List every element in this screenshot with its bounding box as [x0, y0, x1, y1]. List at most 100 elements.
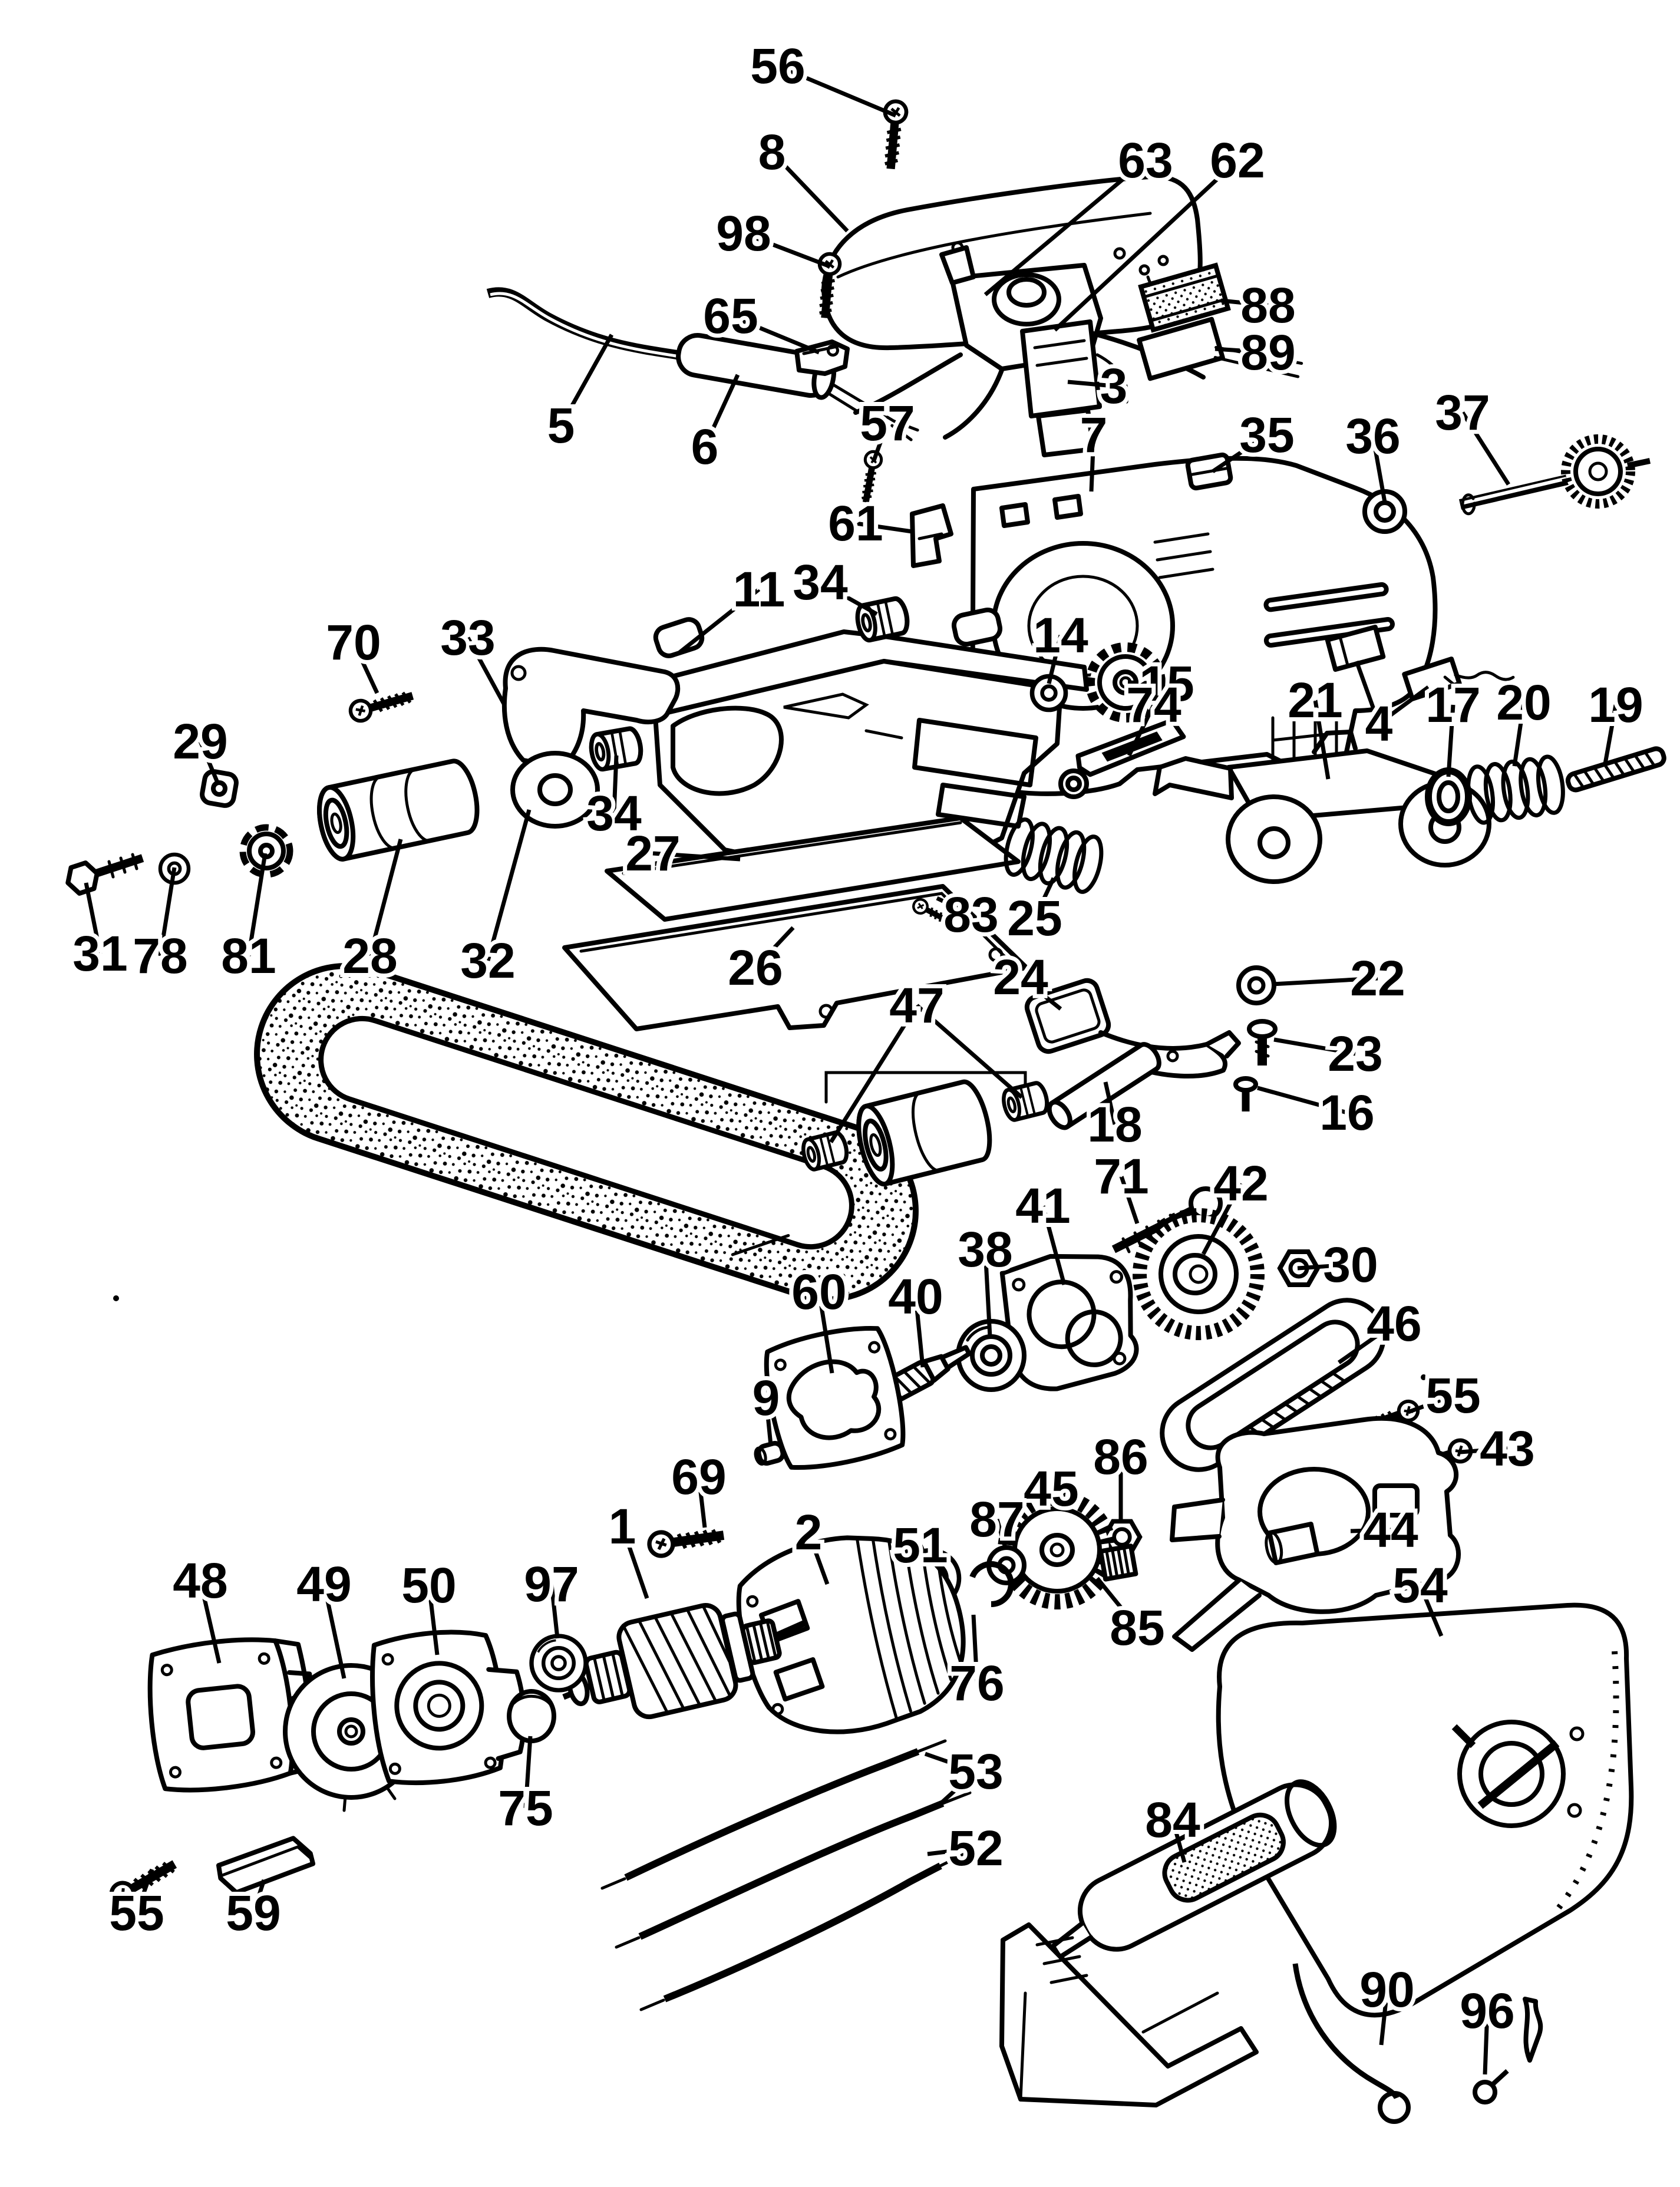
leader-line-36 [1371, 436, 1387, 503]
leader-line-74 [1127, 704, 1156, 757]
part-label-37: 37 [1435, 385, 1490, 440]
retaining-ring-76-drawing [969, 1561, 1014, 1607]
leader-line-48 [198, 1580, 222, 1664]
speck-dot [113, 1295, 119, 1301]
part-label-43: 43 [1480, 1421, 1534, 1476]
carbon-brushes-drawing [1325, 625, 1515, 701]
brush-88-drawing [1138, 262, 1231, 333]
washer-22-drawing [1239, 968, 1274, 1003]
leader-line-23 [1273, 1037, 1356, 1056]
leader-line-98 [742, 231, 831, 269]
platen-drawing [605, 816, 1021, 922]
part-label-69: 69 [671, 1449, 726, 1505]
gasket-60-drawing [764, 1325, 906, 1470]
top-cover-drawing [821, 174, 1203, 351]
leader-line-21 [1313, 700, 1331, 780]
leader-line-75 [523, 1736, 533, 1809]
leader-line-14 [1047, 635, 1063, 684]
leader-line-53 [935, 1770, 978, 1809]
part-label-96: 96 [1460, 1983, 1514, 2038]
leader-line-30 [1297, 1262, 1351, 1271]
leader-line-43 [1460, 1446, 1508, 1454]
leader-line-24 [1019, 975, 1062, 1011]
part-label-14: 14 [1033, 608, 1088, 663]
part-label-81: 81 [221, 928, 276, 984]
part-label-70: 70 [326, 615, 381, 670]
front-roller-drawing [317, 758, 480, 862]
leader-line-49 [322, 1584, 346, 1679]
leader-line-17 [1446, 704, 1455, 777]
part-label-22: 22 [1350, 951, 1405, 1006]
part-label-29: 29 [173, 714, 227, 769]
part-label-8: 8 [758, 124, 786, 180]
part-label-45: 45 [1024, 1461, 1078, 1516]
power-cord-drawing [486, 287, 686, 361]
motor-housing-drawing [970, 456, 1438, 796]
part-label-19: 19 [1588, 677, 1643, 733]
leader-line-61 [855, 521, 913, 534]
part-label-15: 15 [1139, 656, 1194, 711]
leader-line-3 [1067, 380, 1114, 388]
leader-line-32 [486, 809, 532, 961]
part-label-57: 57 [860, 395, 915, 451]
part-label-20: 20 [1496, 675, 1551, 730]
part-label-42: 42 [1213, 1156, 1268, 1211]
leader-line-7 [1089, 434, 1096, 492]
part-label-2: 2 [795, 1505, 823, 1560]
part-label-30: 30 [1323, 1237, 1378, 1292]
leader-line-5 [559, 334, 614, 427]
leader-line-84 [1170, 1819, 1187, 1863]
part-label-27: 27 [625, 826, 680, 881]
seal-ring-75-drawing [507, 1689, 556, 1743]
part-label-78: 78 [133, 928, 187, 984]
retaining-ring-17-drawing [1425, 767, 1472, 826]
leader-line-29 [198, 740, 220, 785]
screw-70-drawing [348, 686, 415, 723]
part-label-84: 84 [1145, 1792, 1200, 1848]
flange-81-drawing [239, 824, 293, 878]
part-label-6: 6 [691, 419, 719, 474]
leader-line-85 [1095, 1576, 1139, 1629]
part-label-53: 53 [948, 1744, 1003, 1799]
adjusting-shaft-37-drawing [1458, 434, 1651, 516]
bracket-line-47 [824, 1071, 1027, 1104]
bearing-97-drawing [532, 1636, 586, 1690]
part-label-55: 55 [1425, 1368, 1480, 1423]
part-label-5: 5 [547, 398, 575, 453]
part-label-26: 26 [728, 940, 783, 995]
pinion-85-drawing [1098, 1543, 1138, 1582]
leader-line-78 [158, 867, 177, 956]
leader-line-34 [612, 755, 619, 814]
screw-23-drawing [1247, 1019, 1278, 1066]
part-label-51: 51 [893, 1518, 948, 1573]
leader-line-28 [368, 839, 403, 956]
capacitor-89-drawing [1137, 316, 1303, 381]
leader-line-15 [1127, 680, 1167, 686]
leader-line-88 [1220, 298, 1269, 308]
part-label-48: 48 [173, 1553, 227, 1608]
part-label-65: 65 [703, 288, 758, 344]
part-label-40: 40 [888, 1269, 943, 1324]
part-label-18: 18 [1087, 1097, 1142, 1152]
part-label-50: 50 [401, 1558, 456, 1613]
part-label-74: 74 [1126, 677, 1181, 733]
leader-line-26 [754, 926, 795, 969]
pulley-42-drawing [1133, 1208, 1265, 1340]
lead-wires-drawing [600, 1739, 972, 1949]
leader-line-31 [84, 882, 103, 954]
leader-line-47 [829, 1004, 919, 1143]
leader-line-59 [251, 1879, 266, 1914]
cord-90-drawing [1292, 1963, 1411, 2124]
roller-bracket-drawing [501, 646, 681, 829]
part-label-44: 44 [1363, 1502, 1418, 1558]
leader-line-16 [1257, 1086, 1348, 1115]
clip-61-drawing [910, 503, 953, 568]
part-label-87: 87 [969, 1492, 1024, 1547]
part-label-41: 41 [1015, 1178, 1070, 1233]
leader-line-25 [1032, 877, 1056, 919]
leader-line-87 [995, 1519, 1008, 1548]
speck-dot [1421, 1374, 1427, 1380]
leader-line-42 [1201, 1182, 1243, 1255]
leader-line-65 [730, 314, 820, 355]
